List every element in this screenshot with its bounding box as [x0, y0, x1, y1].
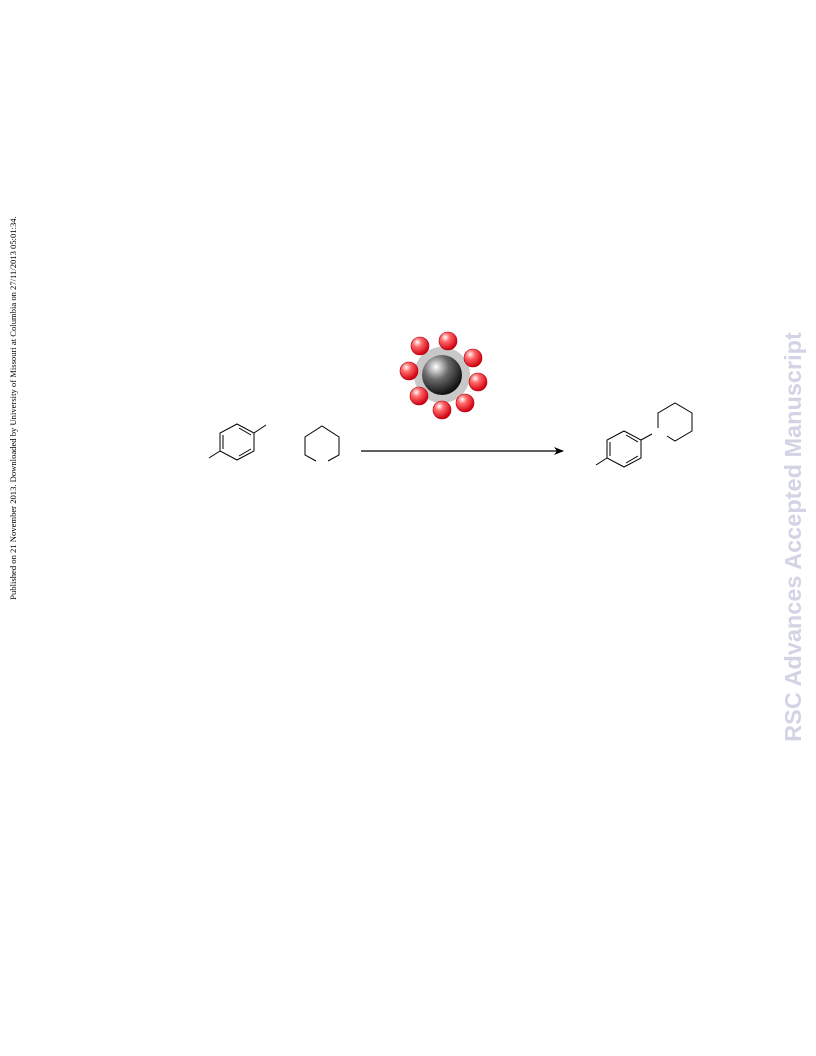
nanoparticle-catalyst-icon	[399, 331, 488, 420]
product-molecule	[595, 402, 693, 468]
reactant-cyclic-amine	[304, 425, 340, 462]
reactant-aryl-ring	[208, 423, 267, 461]
